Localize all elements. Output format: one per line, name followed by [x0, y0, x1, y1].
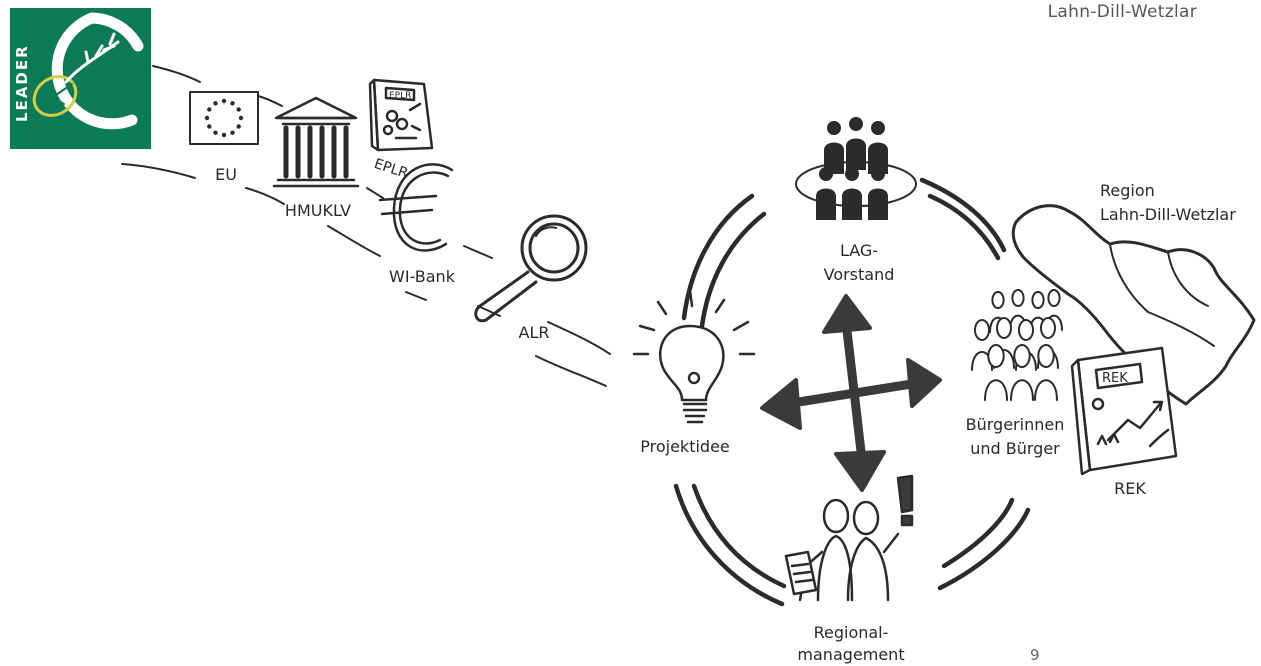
eu-star: [207, 124, 212, 129]
page-number: 9: [1030, 646, 1040, 664]
management-label-line2: management: [797, 645, 905, 664]
alr-label: ALR: [518, 323, 550, 342]
regional-management-icon: [784, 474, 914, 602]
ministry-building-icon: [272, 96, 360, 188]
lag-board-icon: [795, 117, 917, 220]
idea-label: Projektidee: [640, 437, 730, 456]
eu-star: [207, 107, 212, 112]
bank-label: WI-Bank: [389, 267, 455, 286]
eu-star: [221, 98, 227, 104]
euro-icon: [378, 163, 454, 252]
svg-text:EPLR: EPLR: [389, 91, 411, 101]
rek-cover-text: REK: [1102, 371, 1128, 386]
ministry-label: HMUKLV: [284, 201, 352, 220]
board-member-icon: [868, 121, 888, 174]
board-member-icon: [846, 117, 866, 170]
eu-star: [204, 115, 210, 121]
eu-star: [230, 130, 235, 135]
four-way-arrow-icon: [760, 294, 942, 492]
board-member-icon: [868, 167, 888, 220]
board-member-icon: [842, 167, 862, 220]
cycle-arcs: [673, 177, 1031, 607]
citizen-icon: [1010, 344, 1034, 401]
eu-star: [213, 101, 218, 106]
management-label-line1: Regional-: [813, 623, 889, 642]
citizens-icon: [971, 289, 1063, 401]
leader-logo: LEADER: [10, 8, 151, 149]
citizens-label-line1: Bürgerinnen: [965, 415, 1065, 434]
brand-title: Lahn-Dill-Wetzlar: [1047, 2, 1197, 22]
eu-label: EU: [215, 165, 237, 184]
eu-flag-icon: [189, 91, 259, 145]
eu-star: [238, 115, 244, 121]
region-label-line1: Region: [1100, 181, 1155, 200]
eu-star: [221, 132, 227, 138]
eu-star: [236, 107, 241, 112]
board-member-icon: [824, 121, 844, 174]
chain-connectors: [121, 65, 611, 387]
citizen-icon: [984, 344, 1008, 401]
rek-label: REK: [1114, 479, 1146, 498]
eu-star: [230, 101, 235, 106]
eu-star: [213, 130, 218, 135]
board-label-line2: Vorstand: [823, 265, 895, 284]
eplr-booklet-icon: EPLR: [368, 78, 434, 152]
logo-text: LEADER: [13, 44, 31, 122]
board-member-icon: [816, 167, 836, 220]
region-label-line2: Lahn-Dill-Wetzlar: [1100, 205, 1236, 224]
board-label-line1: LAG-: [839, 241, 879, 260]
citizens-label-line2: und Bürger: [970, 439, 1060, 458]
rek-plan-icon: REK: [1070, 346, 1178, 476]
magnifier-icon: [474, 214, 588, 323]
citizen-icon: [1034, 344, 1058, 401]
region-map-icon: [1011, 204, 1256, 406]
light-bulb-icon: [632, 288, 756, 424]
eu-star: [236, 124, 241, 129]
